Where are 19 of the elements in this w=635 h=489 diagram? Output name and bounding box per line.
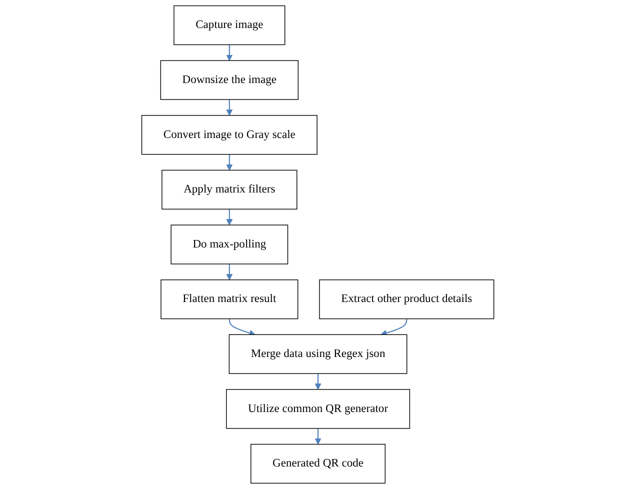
arrow (228, 318, 256, 336)
node-box: Extract other product details (318, 279, 494, 320)
arrow (226, 100, 232, 116)
node-box: Downsize the image (160, 60, 298, 100)
node-box: Utilize common QR generator (226, 389, 410, 429)
node-box: Flatten matrix result (160, 279, 298, 320)
arrow (226, 154, 232, 170)
node-box: Apply matrix filters (161, 170, 297, 210)
arrow (314, 428, 321, 445)
arrow (314, 374, 321, 390)
node-box: Do max-polling (170, 224, 288, 264)
node-box: Capture image (173, 5, 285, 46)
node-box: Generated QR code (250, 444, 386, 484)
arrow (226, 264, 232, 280)
node-box: Merge data using Regex json (228, 334, 407, 374)
arrow (380, 318, 407, 336)
node-box: Convert image to Gray scale (141, 115, 318, 155)
arrow (226, 209, 232, 226)
arrow (226, 44, 232, 61)
